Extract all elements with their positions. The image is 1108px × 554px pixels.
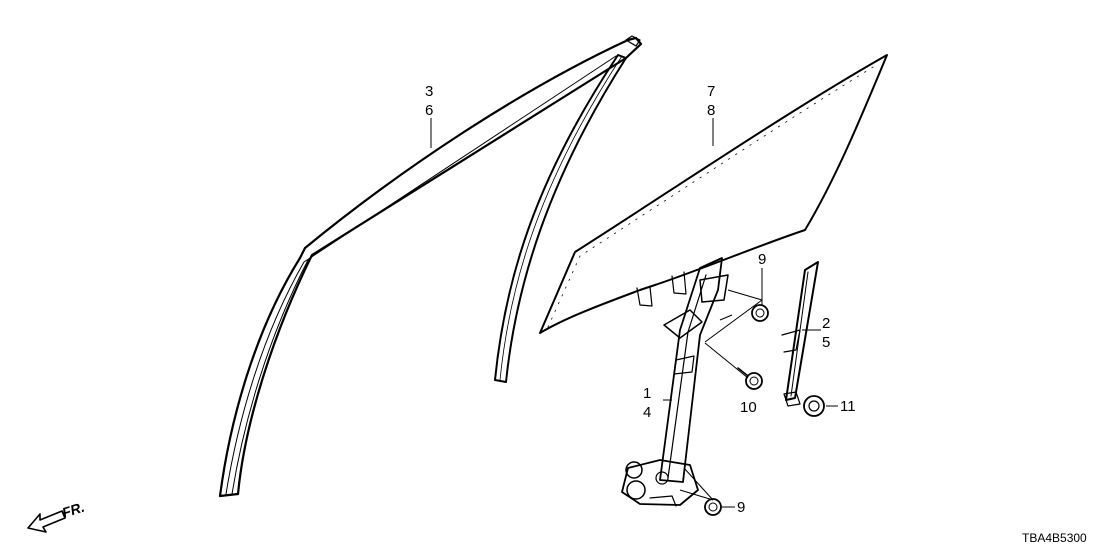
- callout-9-upper: 9: [758, 251, 766, 268]
- callout-1: 1: [643, 385, 651, 402]
- callout-3: 3: [425, 83, 433, 100]
- nut-11: [803, 395, 825, 417]
- bolt-10: [737, 367, 763, 390]
- bolt-upper: [751, 304, 769, 322]
- callout-7: 7: [707, 83, 715, 100]
- window-regulator: [621, 257, 729, 507]
- callout-5: 5: [822, 334, 830, 351]
- run-channel: [781, 261, 819, 407]
- callout-10: 10: [740, 399, 757, 416]
- callout-2: 2: [822, 315, 830, 332]
- front-direction-label: FR.: [60, 499, 86, 521]
- drawing-code: TBA4B5300: [1022, 531, 1087, 545]
- door-sash-channel-outer: [218, 35, 643, 498]
- front-direction-arrow-icon: [27, 510, 66, 533]
- door-sash-channel-inner: [494, 54, 627, 383]
- callout-8: 8: [707, 102, 715, 119]
- callout-6: 6: [425, 102, 433, 119]
- bolt-lower: [704, 498, 722, 516]
- callout-9-lower: 9: [737, 499, 745, 516]
- leader-lines: [430, 118, 838, 508]
- door-glass: [539, 54, 888, 334]
- callout-11: 11: [840, 398, 856, 415]
- callout-4: 4: [643, 404, 651, 421]
